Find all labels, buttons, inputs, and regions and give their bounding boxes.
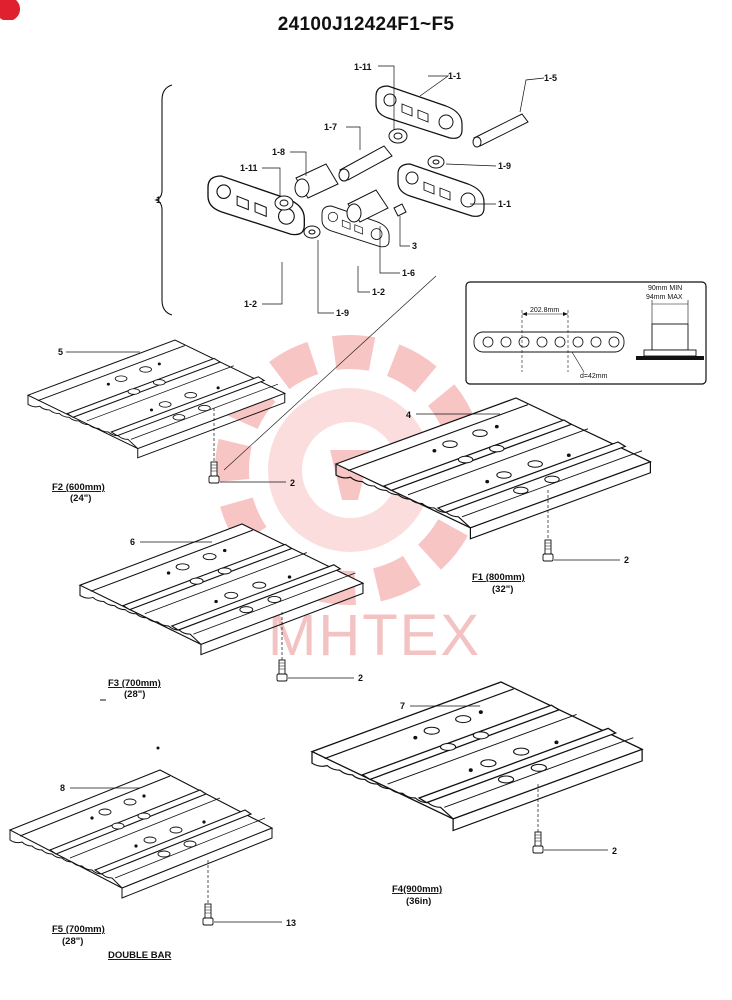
part-label-1-1-right: 1-1: [498, 199, 511, 209]
part-label-1-11-top: 1-11: [354, 62, 372, 72]
shoe-f2: 5 2 F2 (600mm) (24"): [27, 339, 295, 504]
shoe-f4-caption: F4(900mm): [392, 884, 442, 895]
shoe-f5-inch: (28"): [62, 936, 83, 947]
part-label-1-7: 1-7: [324, 122, 337, 132]
shoe-f5-ref: 8: [60, 783, 65, 793]
stray-dot: [156, 746, 160, 750]
shoe-f2-bolt-ref: 2: [290, 478, 295, 488]
corner-mark-icon: [0, 0, 20, 20]
part-label-1-9-right: 1-9: [498, 161, 511, 171]
width-min: 90mm MIN: [648, 285, 682, 292]
shoe-f1-ref: 4: [406, 410, 411, 420]
shoe-f3-bolt-ref: 2: [358, 673, 363, 683]
shoe-f4: 7 2 F4(900mm) (36in): [311, 681, 643, 907]
shoe-f2-caption: F2 (600mm): [52, 482, 105, 493]
part-label-1-9-bottom: 1-9: [336, 308, 349, 318]
shoe-f5-bolt-ref: 13: [286, 918, 296, 928]
pitch-dimension: 202.8mm: [530, 307, 559, 314]
chain-group-label: 1: [156, 195, 161, 205]
shoe-f3: 6 2 F3 (700mm) (28"): [79, 523, 364, 700]
shoe-f2-ref: 5: [58, 347, 63, 357]
watermark-text: MHTEX: [268, 603, 481, 668]
part-label-3: 3: [412, 241, 417, 251]
part-label-1-8: 1-8: [272, 147, 285, 157]
shoe-f2-inch: (24"): [70, 493, 91, 504]
shoe-f5-caption: F5 (700mm): [52, 924, 105, 935]
part-label-1-2-left: 1-2: [244, 299, 257, 309]
dimension-inset: 202.8mm d=42mm 90mm MIN 94mm MAX: [465, 281, 707, 385]
part-label-1-6: 1-6: [402, 268, 415, 278]
shoe-f3-ref: 6: [130, 537, 135, 547]
shoe-f1-caption: F1 (800mm): [472, 572, 525, 583]
part-label-1-11-left: 1-11: [240, 163, 258, 173]
part-label-1-5: 1-5: [544, 73, 557, 83]
width-max: 94mm MAX: [646, 294, 683, 301]
shoe-f4-ref: 7: [400, 701, 405, 711]
shoe-f5: 8 13 F5 (700mm) (28") DOUBLE BAR: [9, 769, 296, 961]
part-label-1-2-center: 1-2: [372, 287, 385, 297]
shoe-f1-inch: (32"): [492, 584, 513, 595]
part-label-1-1-top: 1-1: [448, 71, 461, 81]
shoe-f1-bolt-ref: 2: [624, 555, 629, 565]
bushing-diameter: d=42mm: [580, 373, 608, 380]
shoe-f4-bolt-ref: 2: [612, 846, 617, 856]
shoe-f4-inch: (36in): [406, 896, 431, 907]
track-chain-assembly: 1 1-11 1-1 1-5 1-7 1-8 1-11 1-9 1-1 3 1-…: [154, 62, 557, 471]
shoe-f5-note: DOUBLE BAR: [108, 950, 171, 961]
shoe-f3-inch: (28"): [124, 689, 145, 700]
diagram-title: 24100J12424F1~F5: [277, 14, 455, 35]
shoe-f1: 4 2 F1 (800mm) (32"): [335, 397, 652, 595]
shoe-f3-caption: F3 (700mm): [108, 678, 161, 689]
